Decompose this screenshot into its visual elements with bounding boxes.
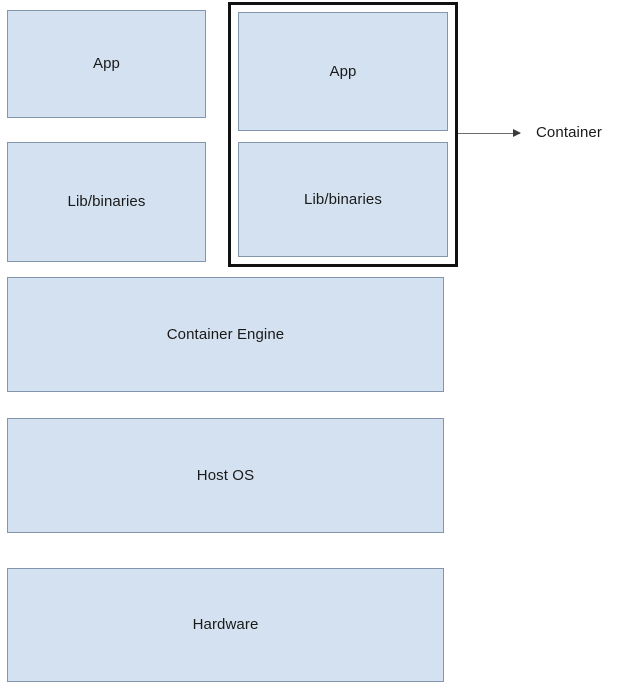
container-group[interactable]: App Lib/binaries (228, 2, 458, 267)
node-app-right[interactable]: App (238, 12, 448, 131)
node-container-engine[interactable]: Container Engine (7, 277, 444, 392)
node-lib-right[interactable]: Lib/binaries (238, 142, 448, 257)
node-hardware-label: Hardware (192, 616, 259, 633)
node-host-os[interactable]: Host OS (7, 418, 444, 533)
container-callout-line (458, 133, 520, 134)
node-lib-left[interactable]: Lib/binaries (7, 142, 206, 262)
node-app-left[interactable]: App (7, 10, 206, 118)
node-container-engine-label: Container Engine (166, 325, 285, 343)
node-host-os-label: Host OS (196, 466, 255, 484)
node-hardware[interactable]: Hardware (7, 568, 444, 682)
container-callout-label: Container (536, 124, 602, 141)
node-lib-right-label: Lib/binaries (304, 190, 382, 208)
node-app-left-label: App (93, 55, 120, 72)
node-lib-left-label: Lib/binaries (67, 193, 146, 210)
right-arrow-icon (513, 129, 521, 137)
node-app-right-label: App (329, 62, 357, 80)
